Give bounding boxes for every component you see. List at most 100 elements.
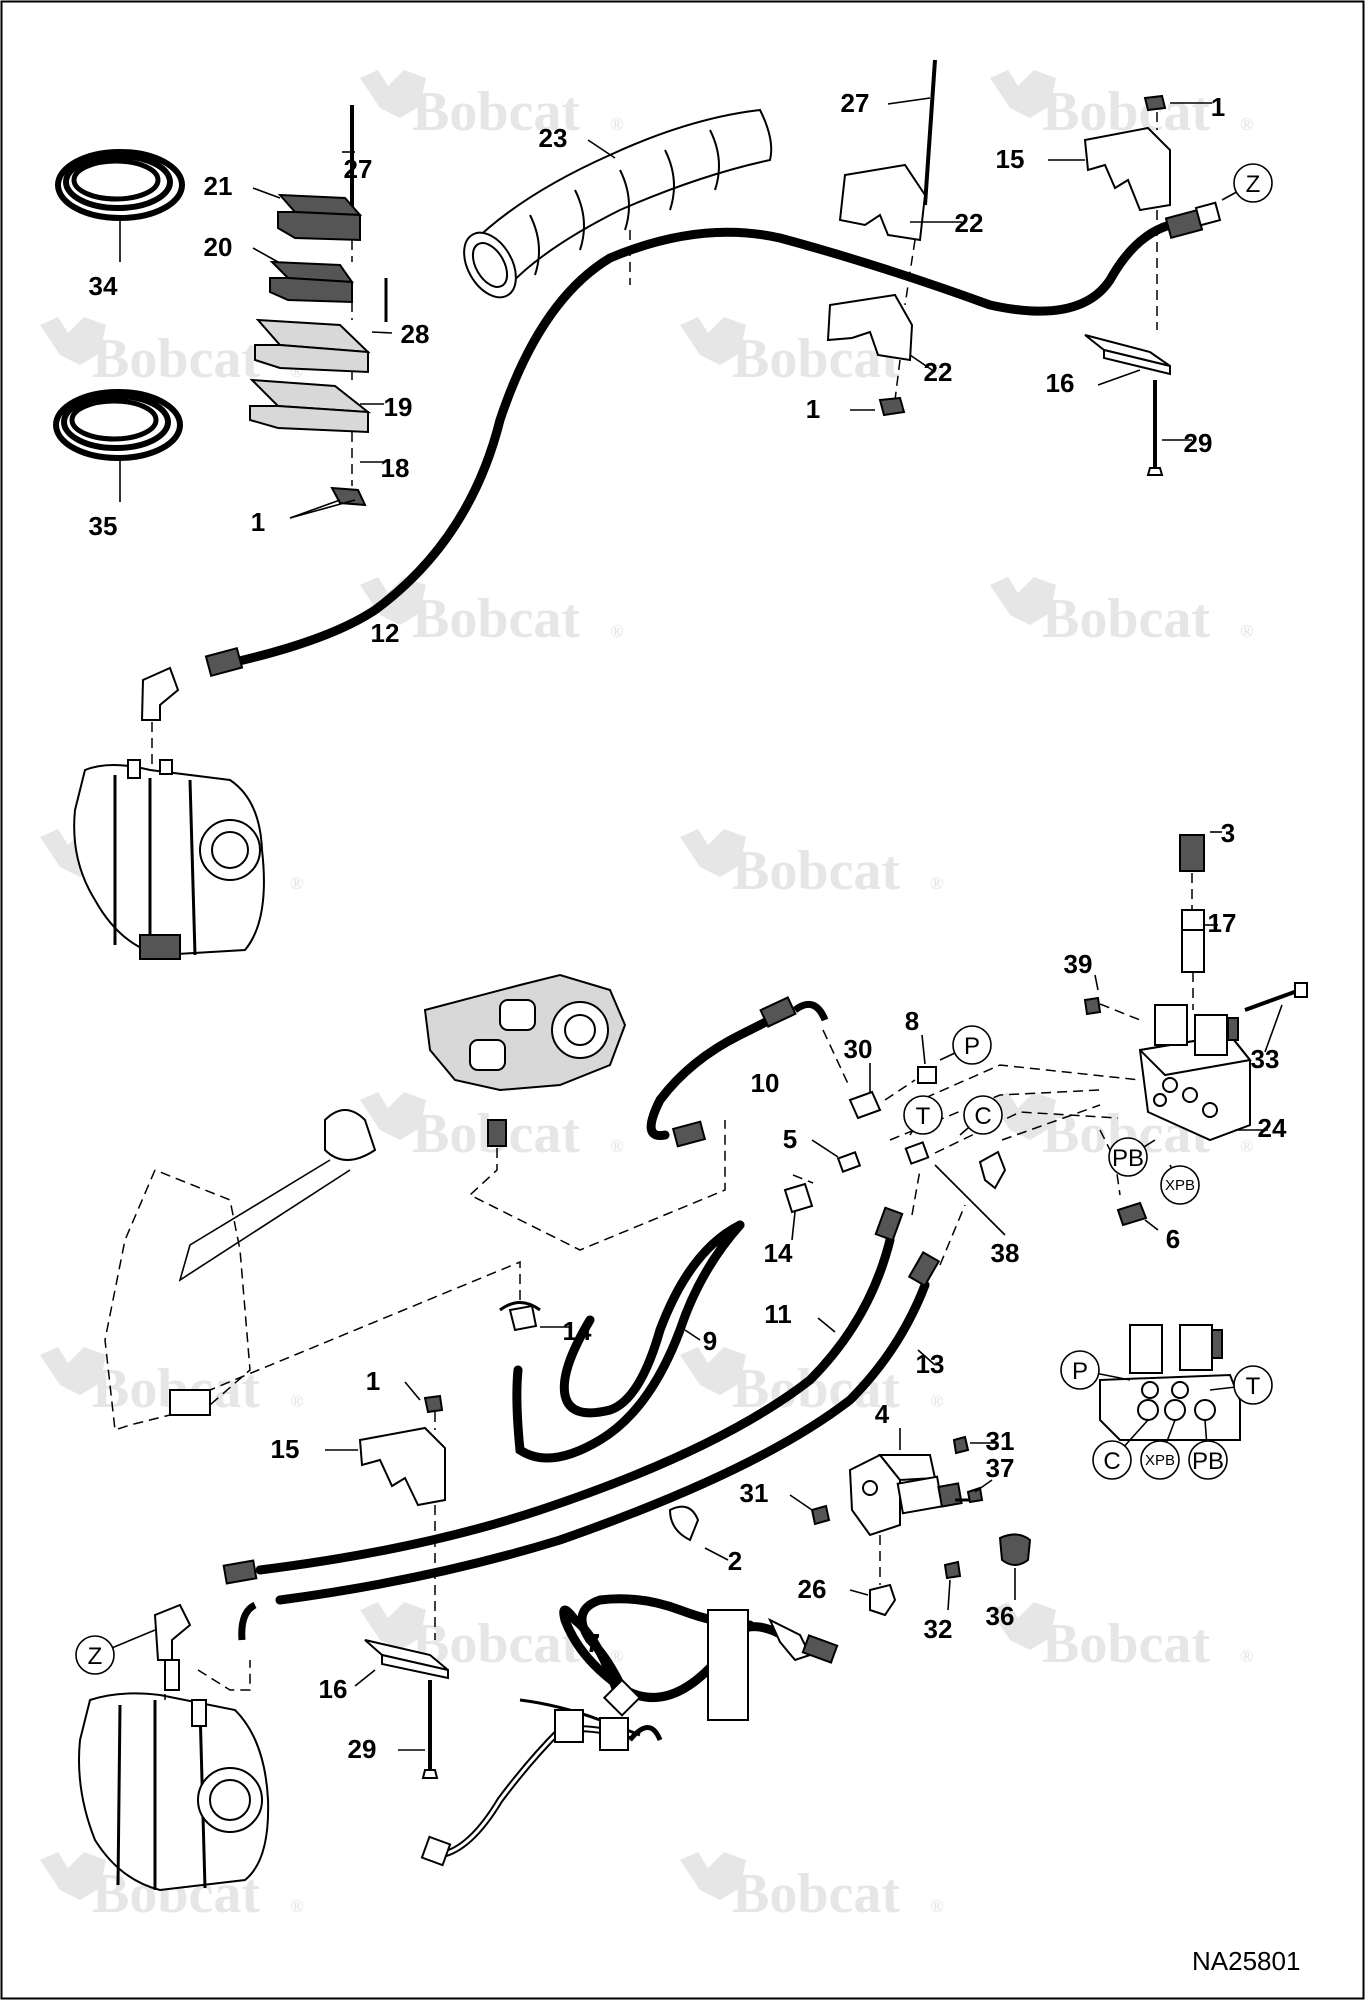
callout-number: 39 — [1064, 949, 1093, 979]
watermark-registered-mark: ® — [290, 1896, 303, 1916]
hose-11-13-fittings — [222, 1169, 966, 1641]
callout-leader — [791, 1211, 796, 1241]
callout-number: 1 — [806, 394, 820, 424]
callout-number: 29 — [1184, 428, 1213, 458]
callout-number: 10 — [751, 1068, 780, 1098]
callout-leader — [974, 1479, 993, 1493]
callout-22: 22 — [910, 208, 983, 238]
callout-number: 23 — [539, 123, 568, 153]
callout-number: 31 — [986, 1426, 1015, 1456]
port-bubble — [1188, 1440, 1228, 1480]
callout-23: 23 — [539, 123, 616, 159]
watermark-registered-mark: ® — [930, 1391, 943, 1411]
callout-34: 34 — [89, 271, 118, 301]
port-label-c: C — [1092, 1419, 1149, 1480]
port-label-c: C — [959, 1095, 1003, 1136]
watermark-registered-mark: ® — [610, 1136, 623, 1156]
pump-assembly-lower — [78, 1603, 270, 1892]
callout-number: 1 — [1211, 92, 1225, 122]
callout-26: 26 — [798, 1574, 869, 1604]
port-label-p: P — [1060, 1350, 1131, 1390]
port-letter: Z — [1246, 171, 1261, 198]
callout-leader — [252, 187, 281, 199]
callout-33: 33 — [1251, 1004, 1283, 1074]
callout-6: 6 — [1144, 1219, 1180, 1254]
callout-27: 27 — [841, 88, 931, 118]
callout-leader — [371, 331, 393, 334]
port-label-t: T — [903, 1095, 943, 1136]
elbow-fitting-upper-left — [140, 646, 244, 770]
port-bubble — [1108, 1137, 1148, 1177]
port-bubble — [1233, 1365, 1273, 1405]
callout-number: 32 — [924, 1614, 953, 1644]
port-letter: C — [1103, 1448, 1120, 1475]
callout-15: 15 — [271, 1434, 358, 1464]
port-letter: C — [974, 1103, 991, 1130]
bobcat-watermark: Bobcat® — [990, 577, 1253, 650]
callout-18: 18 — [360, 453, 409, 483]
hose-coil-35 — [53, 389, 183, 502]
watermark-registered-mark: ® — [930, 873, 943, 893]
callout-39: 39 — [1064, 949, 1099, 991]
callout-1: 1 — [366, 1366, 421, 1401]
port-label-xpb: XPB — [1140, 1419, 1180, 1480]
callout-number: 13 — [916, 1349, 945, 1379]
port-bubble — [963, 1095, 1003, 1135]
port-label-z: Z — [1221, 163, 1273, 203]
callout-8: 8 — [905, 1006, 926, 1065]
callout-36: 36 — [986, 1568, 1016, 1631]
port-letter: Z — [88, 1643, 103, 1670]
callout-number: 3 — [1221, 818, 1235, 848]
protective-sleeve-23 — [463, 108, 773, 299]
callout-leader — [917, 1349, 936, 1366]
watermark-registered-mark: ® — [610, 114, 623, 134]
callout-number: 16 — [1046, 368, 1075, 398]
callout-number: 1 — [366, 1366, 380, 1396]
port-letter: T — [916, 1103, 931, 1130]
callout-number: 14 — [563, 1316, 592, 1346]
drawing-number: NA25801 — [1192, 1946, 1300, 1976]
callout-number: 15 — [996, 144, 1025, 174]
callout-29: 29 — [348, 1734, 425, 1764]
callout-leader — [811, 1139, 839, 1158]
callout-12: 12 — [371, 618, 400, 648]
callout-number: 8 — [905, 1006, 919, 1036]
callout-leader — [789, 1494, 813, 1511]
hose-11 — [255, 1235, 895, 1575]
callout-30: 30 — [844, 1034, 872, 1092]
callout-11: 11 — [764, 1299, 836, 1333]
port-bubble — [903, 1095, 943, 1135]
callout-20: 20 — [204, 232, 279, 263]
callout-19: 19 — [360, 392, 412, 422]
hose-7-fittings-and-tag — [602, 1609, 839, 1721]
callout-number: 9 — [703, 1326, 717, 1356]
callout-number: 15 — [271, 1434, 300, 1464]
port-label-p: P — [939, 1025, 992, 1065]
port-legend-block — [1099, 1324, 1241, 1441]
callout-13: 13 — [916, 1349, 945, 1379]
callout-2: 2 — [704, 1546, 742, 1576]
bobcat-watermark: Bobcat® — [40, 317, 303, 390]
callout-number: 26 — [798, 1574, 827, 1604]
valve-4-assembly — [668, 1435, 1032, 1617]
callout-number: 11 — [764, 1299, 792, 1329]
watermark-registered-mark: ® — [290, 873, 303, 893]
callout-27: 27 — [342, 151, 372, 184]
callout-number: 24 — [1258, 1113, 1287, 1143]
watermark-text: Bobcat — [732, 1863, 900, 1925]
port-bubble — [75, 1635, 115, 1675]
callout-16: 16 — [319, 1669, 376, 1704]
port-letter: PB — [1192, 1448, 1224, 1475]
callout-number: 33 — [1251, 1044, 1280, 1074]
callout-leader — [1094, 974, 1099, 991]
hose-13 — [275, 1280, 930, 1605]
callout-leader — [1097, 369, 1141, 386]
callout-number: 4 — [875, 1399, 890, 1429]
callout-32: 32 — [924, 1579, 953, 1644]
callout-number: 1 — [251, 507, 265, 537]
pump-assembly-upper — [73, 759, 265, 960]
hose-10-fittings — [671, 996, 851, 1148]
callout-35: 35 — [89, 511, 118, 541]
port-label-xpb: XPB — [1160, 1164, 1200, 1205]
